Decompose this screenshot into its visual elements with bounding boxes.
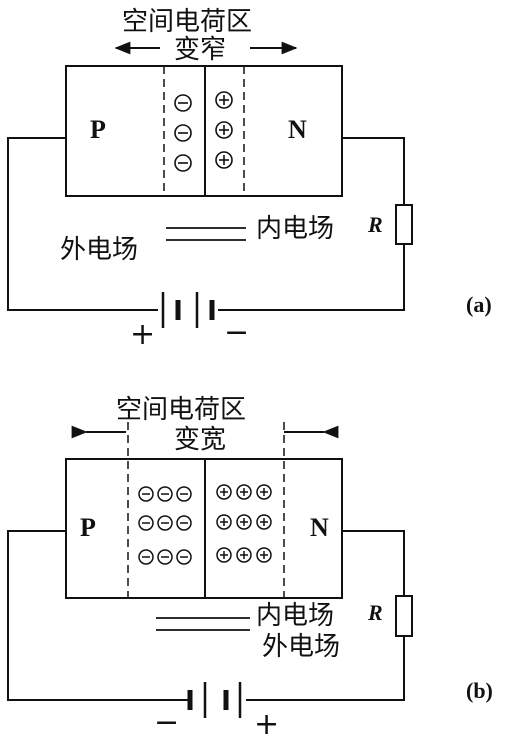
resistor-label-a: R: [367, 212, 383, 237]
caption-a: (a): [466, 292, 492, 317]
wire-right-lower-b: [246, 636, 405, 701]
internal-field-label-a: 内电场: [256, 214, 334, 244]
internal-field-label-b: 内电场: [256, 601, 334, 631]
battery-minus-a: −: [224, 315, 249, 350]
external-field-label-a: 外电场: [60, 235, 138, 265]
negative-ion: [174, 124, 192, 142]
wire-left-a: [7, 137, 158, 311]
positive-ion: [215, 151, 233, 169]
battery-a: [161, 292, 215, 328]
battery-b: [187, 682, 242, 718]
wire-right-lower-a: [218, 244, 405, 311]
resistor-label-b: R: [367, 600, 383, 625]
positive-ions-a: [215, 91, 233, 169]
battery-minus-b: −: [154, 705, 179, 738]
positive-ions-b: [216, 484, 272, 563]
negative-ions-a: [174, 94, 192, 172]
n-region-label-b: N: [310, 513, 329, 542]
p-region-label-a: P: [90, 115, 106, 144]
battery-plus-b: +: [254, 707, 279, 738]
p-region-label-b: P: [80, 513, 96, 542]
wire-right-a: [342, 137, 405, 205]
wire-right-b: [342, 530, 405, 596]
negative-ions-b: [138, 486, 192, 565]
external-field-label-b: 外电场: [262, 632, 340, 662]
battery-plus-a: +: [130, 317, 155, 352]
n-region-label-a: N: [288, 115, 307, 144]
resistor-b: [395, 595, 413, 637]
caption-b: (b): [466, 678, 493, 703]
panel-a: 空间电荷区 变窄 P N: [7, 7, 492, 352]
negative-ion: [174, 154, 192, 172]
region-title-b: 空间电荷区: [116, 395, 246, 425]
panel-b: 空间电荷区 变宽 P N: [7, 395, 493, 738]
region-title-a: 空间电荷区: [122, 7, 252, 37]
positive-ion: [215, 91, 233, 109]
wire-left-b: [7, 530, 188, 701]
positive-ion: [215, 121, 233, 139]
resistor-a: [395, 204, 413, 245]
negative-ion: [174, 94, 192, 112]
region-state-a: 变窄: [174, 35, 226, 65]
region-state-b: 变宽: [174, 425, 226, 455]
